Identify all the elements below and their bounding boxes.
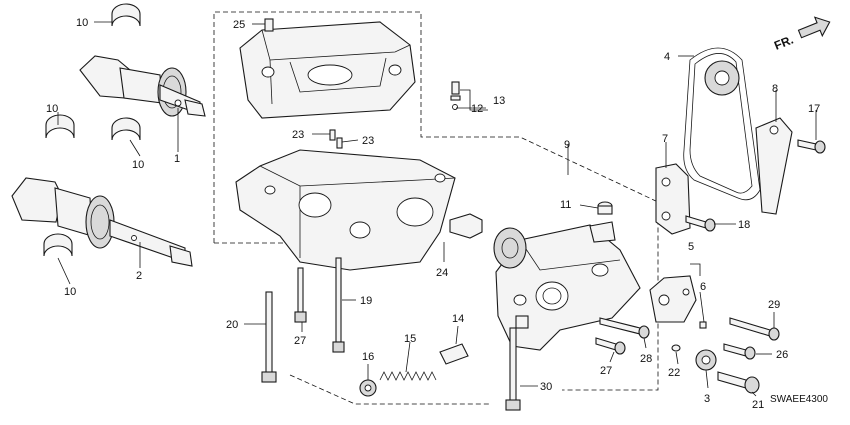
- bolt-21: [717, 371, 760, 394]
- sealing-plug: [597, 201, 613, 215]
- callout-label: 12: [471, 103, 483, 115]
- callout-label: 24: [436, 267, 448, 279]
- chain-guide: [655, 163, 691, 235]
- front-direction-indicator: FR.: [772, 16, 831, 53]
- relief-valve-set: [450, 81, 461, 110]
- callout-label: 26: [776, 349, 788, 361]
- upper-balancer-housing: [239, 18, 416, 119]
- callout-label: 11: [560, 199, 571, 211]
- bolt-27b: [595, 337, 626, 355]
- callout-label: 29: [768, 299, 780, 311]
- callout-label: 10: [46, 103, 58, 115]
- callout-label: 23: [362, 135, 374, 147]
- bolt-29: [729, 317, 780, 341]
- tensioner-arm: [755, 117, 793, 215]
- drive-chain: [683, 47, 761, 201]
- bearing-half-upper-b: [45, 114, 75, 139]
- callout-label: 21: [752, 399, 764, 411]
- dowel-pin-a: [329, 129, 336, 141]
- callout-label: 2: [136, 270, 142, 282]
- callout-label: 19: [360, 295, 372, 307]
- balancer-shaft-upper: [79, 55, 206, 117]
- callout-labels: 10 10 10 10 1 2 25 12 13 23 23 4 8 17 7 …: [46, 17, 820, 411]
- bolt-27a: [294, 267, 307, 323]
- washer-22: [671, 344, 681, 352]
- callout-label: 10: [64, 286, 76, 298]
- callout-label: 28: [640, 353, 652, 365]
- callout-label: 10: [76, 17, 88, 29]
- callout-label: 25: [233, 19, 245, 31]
- bearing-half-upper-c: [111, 117, 141, 141]
- lower-balancer-housing: [235, 149, 483, 271]
- bolt-28: [599, 317, 650, 339]
- bolt-30: [505, 327, 521, 411]
- callout-label: 10: [132, 159, 144, 171]
- callout-label: 23: [292, 129, 304, 141]
- pump-sprocket: [695, 349, 717, 371]
- callout-label: 9: [564, 139, 570, 151]
- callout-label: 30: [540, 381, 552, 393]
- bolt-18: [685, 215, 716, 232]
- dowel-pin-b: [336, 137, 343, 149]
- chain-tensioner: [649, 275, 707, 329]
- bearing-half-upper-a: [111, 3, 141, 27]
- callout-label: 1: [174, 153, 180, 165]
- relief-valve-piston: [439, 343, 469, 365]
- leader-lines: [57, 21, 817, 397]
- bolt-17: [797, 139, 826, 154]
- diagram-code: SWAEE4300: [770, 394, 828, 405]
- callout-label: 22: [668, 367, 680, 379]
- callout-label: 14: [452, 313, 464, 325]
- callout-label: 27: [294, 335, 306, 347]
- callout-label: 5: [688, 241, 694, 253]
- callout-label: 6: [700, 281, 706, 293]
- front-direction-label: FR.: [772, 33, 795, 53]
- callout-label: 13: [493, 95, 505, 107]
- callout-label: 4: [664, 51, 670, 63]
- bolt-20: [261, 291, 277, 383]
- callout-label: 20: [226, 319, 238, 331]
- callout-label: 15: [404, 333, 416, 345]
- balancer-shaft-lower: [11, 177, 193, 267]
- relief-valve-spring: [379, 371, 437, 381]
- callout-label: 3: [704, 393, 710, 405]
- callout-label: 16: [362, 351, 374, 363]
- assembly-outline: [213, 11, 659, 405]
- bolt-26: [723, 343, 756, 360]
- pump-rotor: [493, 227, 527, 269]
- sealing-bolt-16: [359, 379, 377, 397]
- callout-label: 17: [808, 103, 820, 115]
- bearing-half-lower: [43, 233, 73, 257]
- callout-label: 27: [600, 365, 612, 377]
- callout-label: 8: [772, 83, 778, 95]
- bolt-19: [332, 257, 345, 353]
- callout-label: 18: [738, 219, 750, 231]
- callout-label: 7: [662, 133, 668, 145]
